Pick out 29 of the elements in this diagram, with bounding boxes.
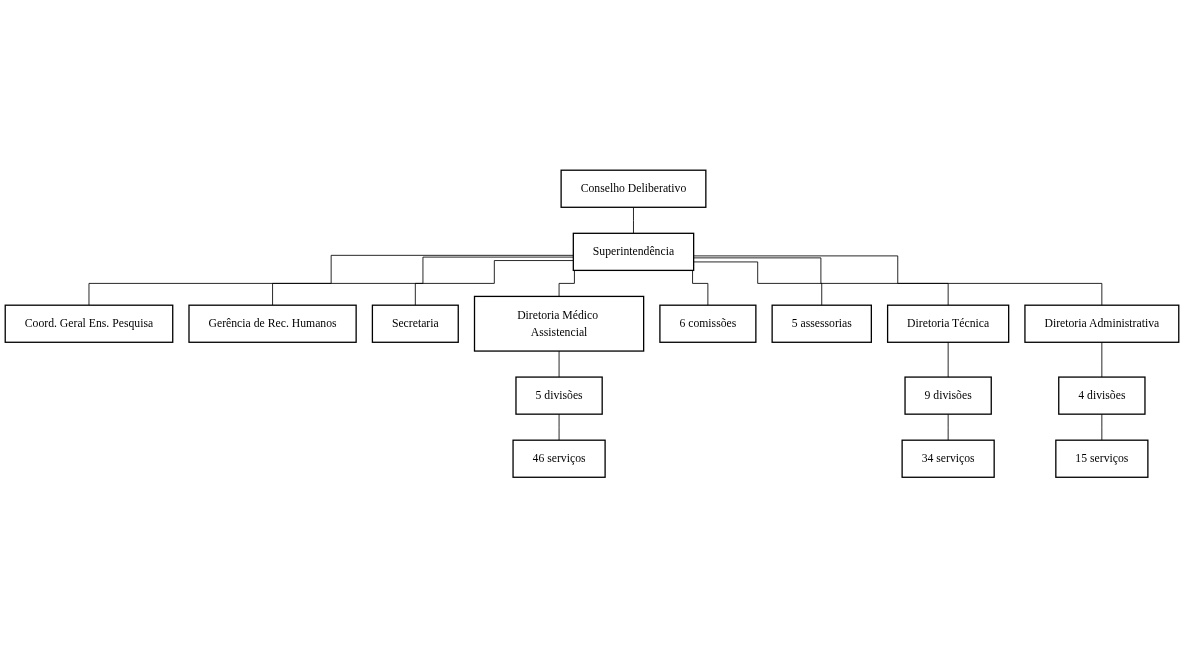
node-box: Conselho Deliberativo xyxy=(560,169,707,208)
node-box: Superintendência xyxy=(572,232,695,271)
node-box: 34 serviços xyxy=(901,439,995,478)
connector xyxy=(414,259,574,306)
node-box: 9 divisões xyxy=(904,376,992,415)
node-box: 4 divisões xyxy=(1058,376,1146,415)
connector xyxy=(558,413,560,441)
node-box: Secretaria xyxy=(371,304,459,343)
connector xyxy=(693,255,1103,306)
connector xyxy=(947,341,949,378)
connector xyxy=(272,256,574,306)
connector xyxy=(88,254,574,306)
node-box: Gerência de Rec. Humanos xyxy=(188,304,357,343)
node-box: 46 serviços xyxy=(512,439,606,478)
node-box: Diretoria Técnica xyxy=(886,304,1010,343)
connector xyxy=(1101,413,1103,441)
connector xyxy=(947,413,949,441)
node-box: 6 comissões xyxy=(659,304,757,343)
node-box: 15 serviços xyxy=(1055,439,1149,478)
connector xyxy=(693,261,823,306)
connector xyxy=(693,257,949,306)
node-box: 5 assessorias xyxy=(771,304,872,343)
connector xyxy=(558,350,560,378)
node-box: 5 divisões xyxy=(515,376,603,415)
node-box: Diretoria Médico Assistencial xyxy=(473,295,645,352)
node-box: Coord. Geral Ens. Pesquisa xyxy=(4,304,174,343)
connector xyxy=(633,206,634,234)
node-box: Diretoria Administrativa xyxy=(1024,304,1180,343)
connector xyxy=(1101,341,1103,378)
